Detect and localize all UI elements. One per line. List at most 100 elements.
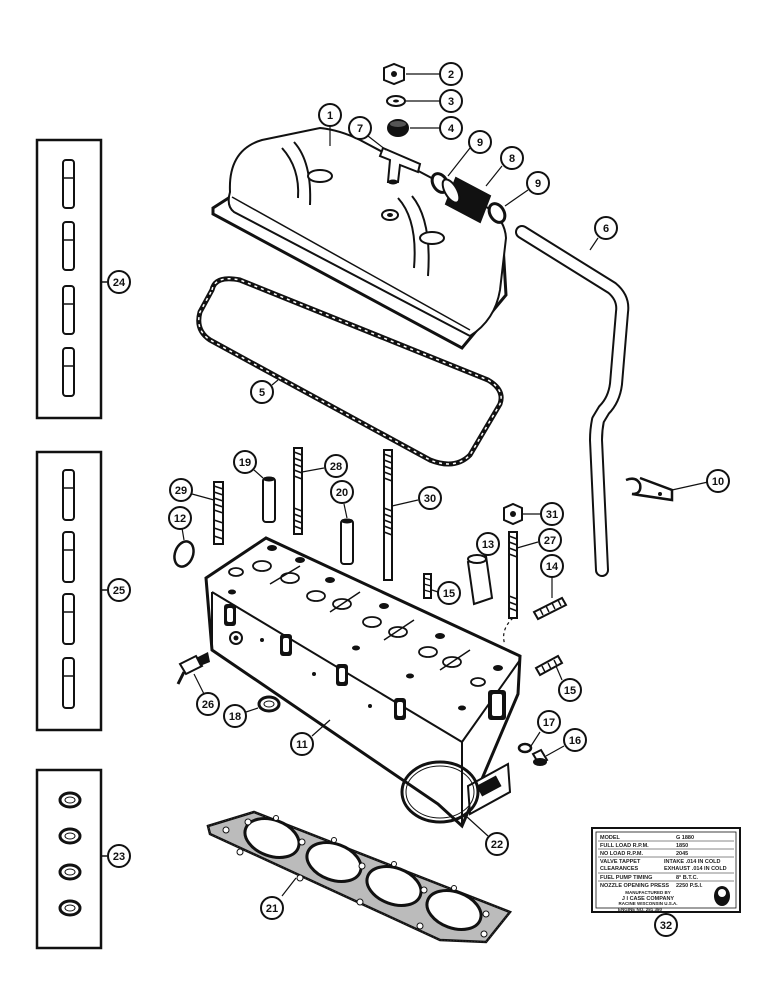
plate-row-2-label: FULL LOAD R.P.M. [600, 843, 649, 849]
callout-22: 22 [485, 832, 509, 856]
callout-31: 31 [540, 502, 564, 526]
callout-4: 4 [439, 116, 463, 140]
callout-1-label: 1 [327, 110, 333, 122]
callout-6-label: 6 [603, 223, 609, 235]
callout-9b-label: 9 [535, 178, 541, 190]
callout-14-label: 14 [546, 561, 559, 573]
callout-11-label: 11 [296, 739, 308, 751]
plate-row-2-value: 1850 [676, 843, 688, 849]
stud-nut [503, 502, 523, 526]
kit-box-25 [35, 450, 103, 732]
callout-16: 16 [563, 728, 587, 752]
callout-11: 11 [290, 732, 314, 756]
plate-row-7-value: 2250 P.S.I. [676, 883, 703, 889]
valve-cover [211, 126, 508, 350]
callout-31-label: 31 [546, 509, 558, 521]
callout-18-label: 18 [229, 711, 241, 723]
plate-row-1-value: G 1880 [676, 835, 694, 841]
plate-row-5-value: EXHAUST .014 IN COLD [664, 866, 727, 872]
callout-7: 7 [348, 116, 372, 140]
small-stud [534, 654, 564, 677]
valve-seat-insert [58, 899, 82, 917]
callout-23: 23 [107, 844, 131, 868]
plate-serial: ENGINE NO. 281 380 [618, 907, 663, 912]
callout-29-label: 29 [175, 485, 187, 497]
valve-seat-insert [58, 791, 82, 809]
small-stud [423, 573, 432, 599]
hose-clamp [487, 202, 507, 224]
callout-19: 19 [233, 450, 257, 474]
temperature-sender [176, 652, 210, 685]
callout-17-label: 17 [543, 717, 555, 729]
stud-30 [383, 449, 393, 581]
callout-24: 24 [107, 270, 131, 294]
washer [386, 95, 406, 107]
callout-2: 2 [439, 62, 463, 86]
callout-13: 13 [476, 532, 500, 556]
washer-17 [517, 742, 533, 754]
callout-22-label: 22 [491, 839, 503, 851]
injector-sleeve [466, 554, 494, 606]
callout-29: 29 [169, 478, 193, 502]
valve-guide [62, 159, 75, 209]
breather-tube [515, 225, 630, 577]
callout-25-label: 25 [113, 585, 125, 597]
stud-28 [293, 447, 303, 535]
callout-8: 8 [500, 146, 524, 170]
callout-28-label: 28 [330, 461, 342, 473]
plate-row-6-value: 8° B.T.C. [676, 875, 699, 881]
head-gasket [206, 810, 513, 944]
callout-26: 26 [196, 692, 220, 716]
valve-guide [62, 593, 75, 645]
callout-27: 27 [538, 528, 562, 552]
callout-14: 14 [540, 554, 564, 578]
callout-21: 21 [260, 896, 284, 920]
plate-row-7-label: NOZZLE OPENING PRESS [600, 883, 669, 889]
callout-9b: 9 [526, 171, 550, 195]
seat-insert-18 [257, 695, 281, 713]
breather-tee [378, 146, 422, 185]
valve-seat-insert [58, 827, 82, 845]
grommet [387, 119, 409, 137]
callout-13-label: 13 [482, 539, 494, 551]
callout-4-label: 4 [448, 123, 455, 135]
callout-5-label: 5 [259, 387, 265, 399]
callout-12: 12 [168, 506, 192, 530]
callout-30-label: 30 [424, 493, 436, 505]
callout-10-label: 10 [712, 476, 724, 488]
bolt-16 [531, 748, 549, 766]
callout-7-label: 7 [357, 123, 363, 135]
callout-8-label: 8 [509, 153, 515, 165]
plate-maker-line-3: RACINE WISCONSIN U.S.A. [618, 901, 677, 906]
callout-1: 1 [318, 103, 342, 127]
plate-row-3-label: NO LOAD R.P.M. [600, 851, 643, 857]
valve-guide [62, 531, 75, 583]
callout-20: 20 [330, 480, 354, 504]
callout-27-label: 27 [544, 535, 556, 547]
callout-26-label: 26 [202, 699, 214, 711]
callout-20-label: 20 [336, 487, 348, 499]
callout-6: 6 [594, 216, 618, 240]
valve-guide [62, 657, 75, 709]
plate-maker-line-1: MANUFACTURED BY [625, 890, 671, 895]
callout-5: 5 [250, 380, 274, 404]
kit-box-24 [35, 138, 103, 420]
o-ring-12 [173, 540, 195, 568]
sleeve-20 [340, 518, 354, 565]
plate-row-5-label: CLEARANCES [600, 866, 639, 872]
plate-row-4-value: INTAKE .014 IN COLD [664, 859, 720, 865]
plate-row-1-label: MODEL [600, 835, 621, 841]
valve-guide [62, 347, 75, 397]
plate-row-4-label: VALVE TAPPET [600, 859, 641, 865]
case-eagle-emblem-icon [714, 886, 730, 906]
callout-30: 30 [418, 486, 442, 510]
callout-32: 32 [654, 913, 678, 937]
kit-box-23 [35, 768, 103, 950]
callout-15b-label: 15 [564, 685, 576, 697]
callout-9a-label: 9 [477, 137, 483, 149]
callout-15a: 15 [437, 581, 461, 605]
cap-nut [383, 62, 405, 86]
callout-17: 17 [537, 710, 561, 734]
valve-guide [62, 469, 75, 521]
callout-16-label: 16 [569, 735, 581, 747]
